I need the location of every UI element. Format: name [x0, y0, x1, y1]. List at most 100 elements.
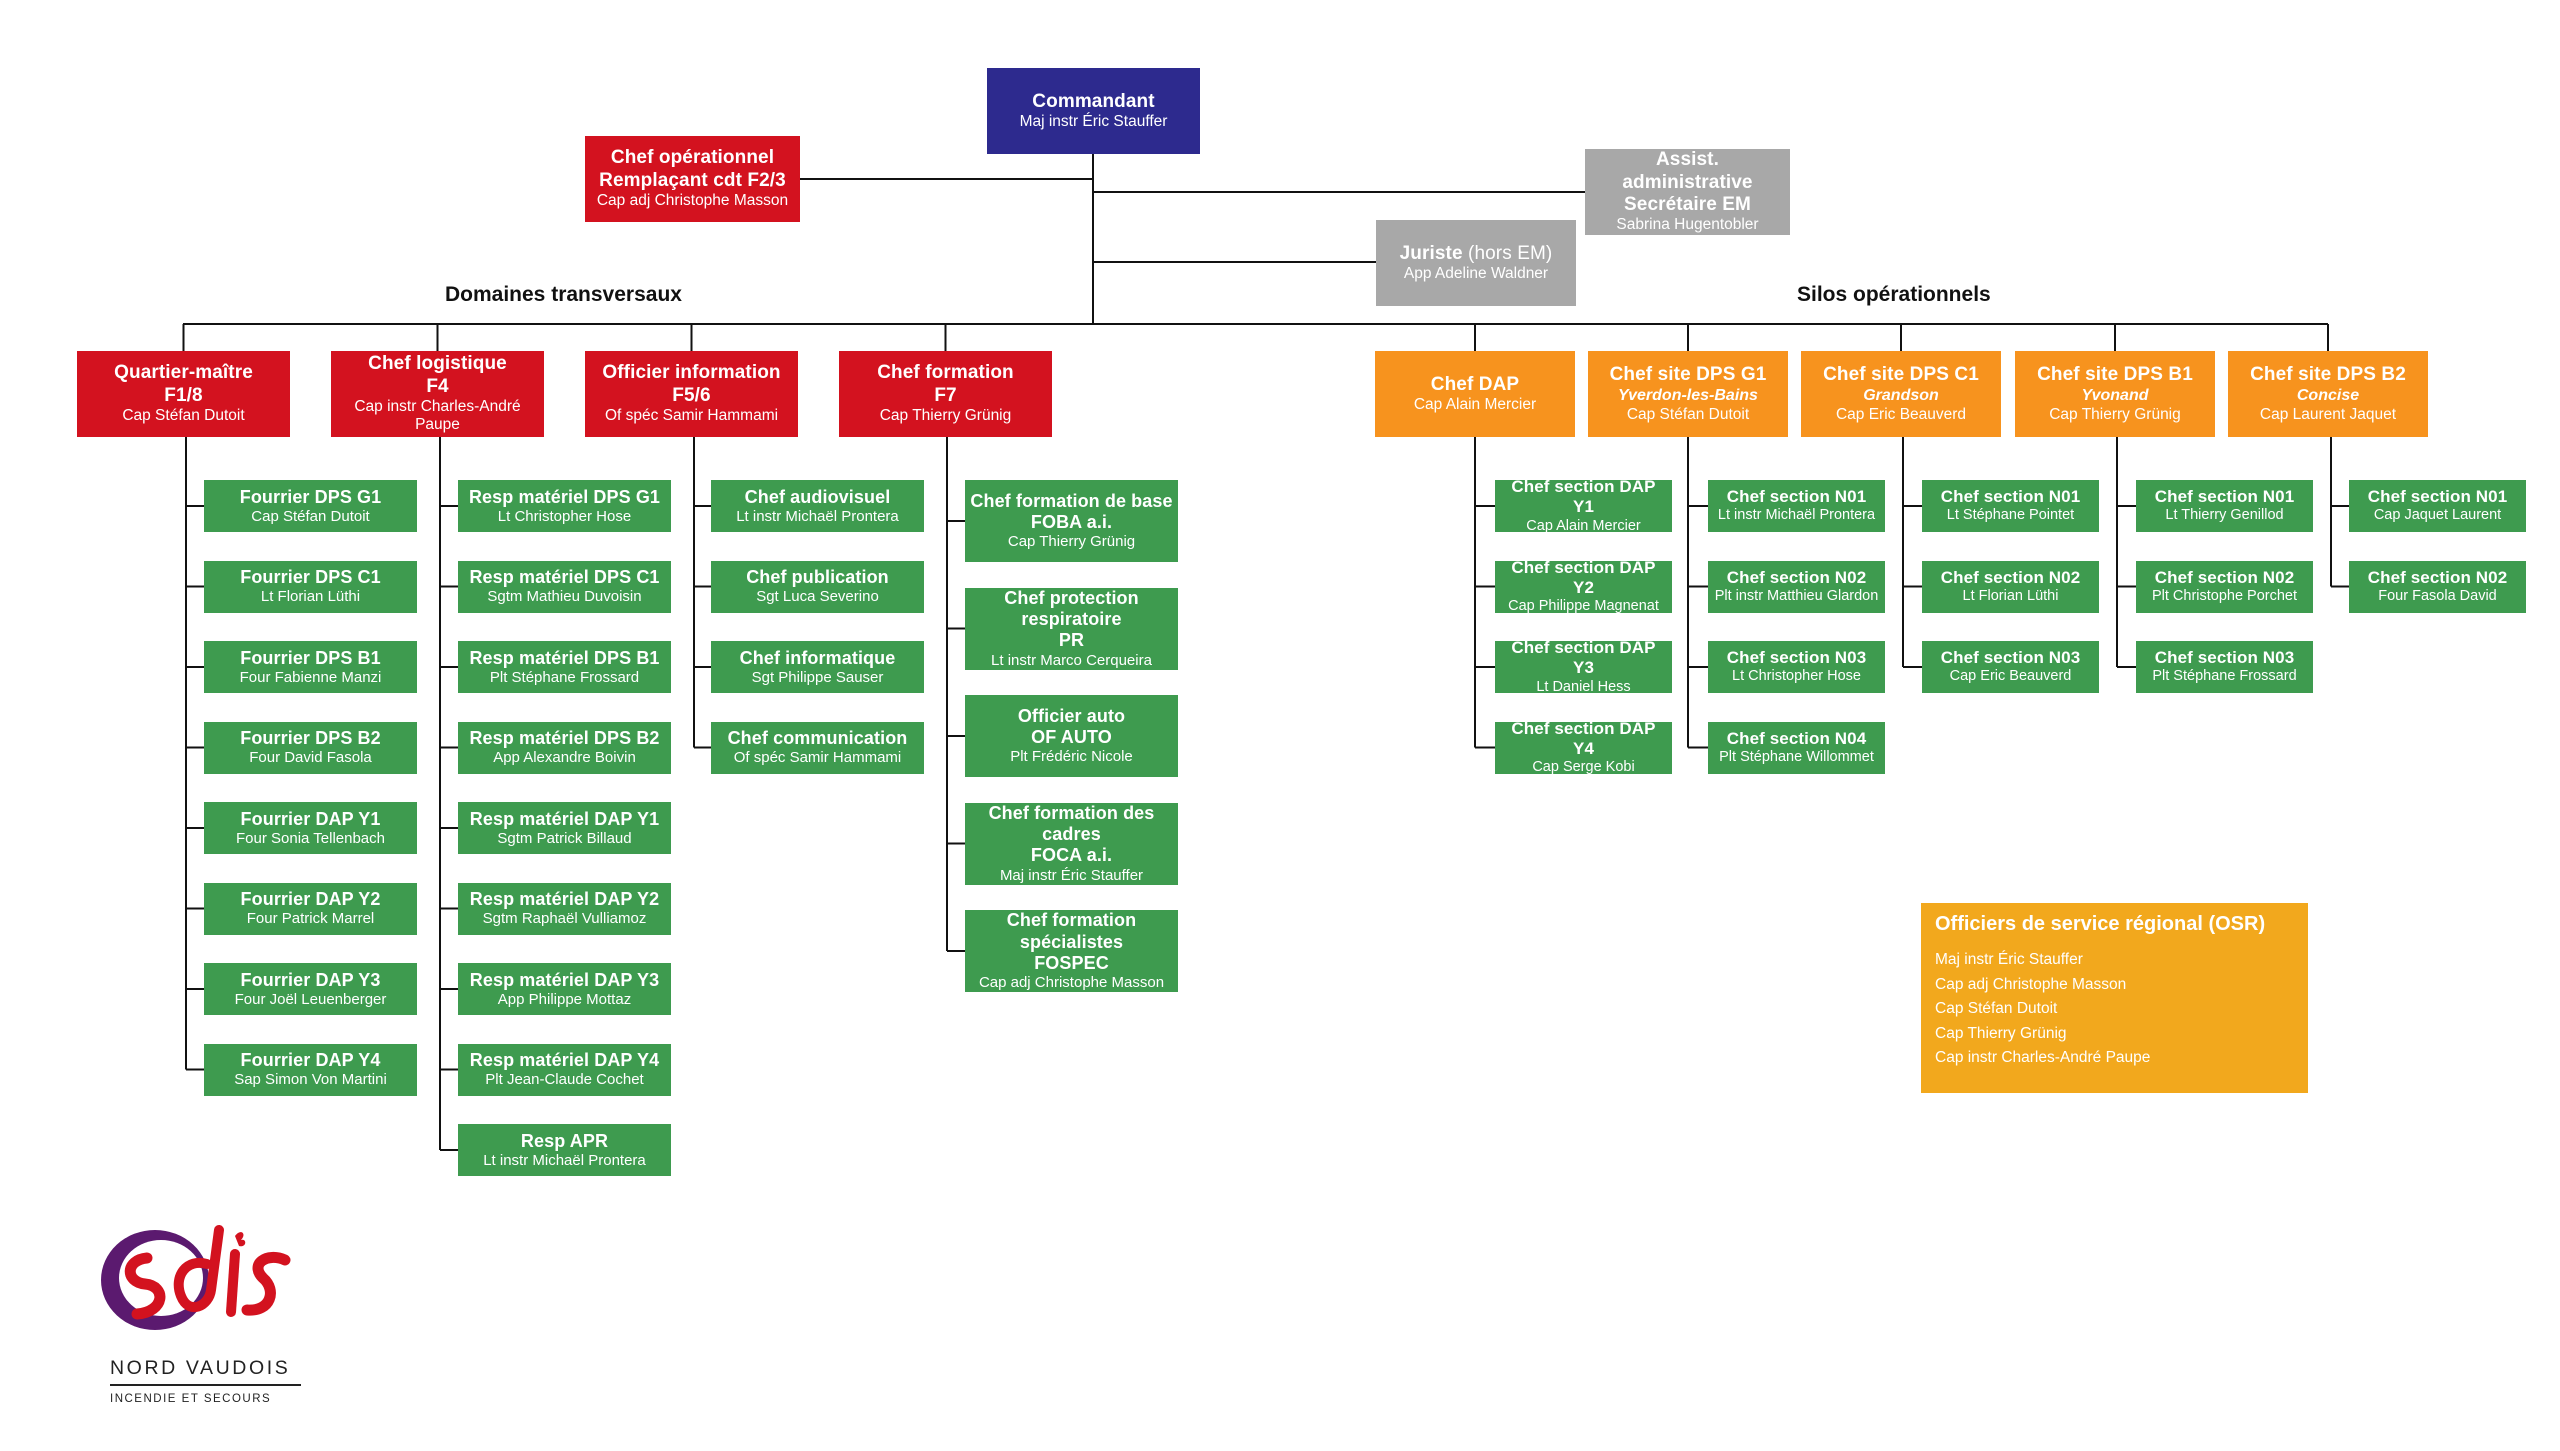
unit-title: Fourrier DPS C1: [240, 567, 381, 588]
assistante-name: Sabrina Hugentobler: [1616, 216, 1759, 234]
unit-name: Maj instr Éric Stauffer: [999, 866, 1144, 884]
unit-title: Officier auto: [1017, 705, 1126, 726]
column-head-place: Yverdon-les-Bains: [1618, 386, 1758, 404]
column-head-code: F4: [426, 375, 449, 397]
unit-title: Chef section N02: [1940, 567, 2081, 587]
column-head-code: F7: [934, 384, 957, 406]
unit-title: Chef audiovisuel: [744, 486, 891, 507]
osr-member: Cap Thierry Grünig: [1935, 1024, 2067, 1042]
unit-title: Fourrier DPS G1: [239, 486, 382, 507]
unit-title: Resp matériel DAP Y4: [469, 1050, 660, 1071]
osr-member: Cap instr Charles-André Paupe: [1935, 1049, 2151, 1066]
column-head-title: Chef formation: [877, 362, 1014, 384]
chef-operationnel-subtitle: Remplaçant cdt F2/3: [599, 169, 786, 191]
unit-name: Four David Fasola: [249, 749, 372, 767]
unit-name: Cap Stéfan Dutoit: [251, 507, 370, 525]
unit-title: Chef section DAP Y1: [1511, 477, 1656, 517]
unit-name: Lt Christopher Hose: [1732, 668, 1861, 685]
column-head-place: Yvonand: [2081, 386, 2149, 404]
column-head-title: Chef logistique: [368, 353, 507, 375]
unit-name: Lt Florian Lüthi: [1962, 587, 2059, 604]
unit-title: Chef informatique: [739, 647, 896, 668]
unit-name: Plt Stéphane Frossard: [2152, 668, 2297, 685]
column-head-title: Chef site DPS C1: [1823, 364, 1979, 386]
column-head-name: Cap Alain Mercier: [1413, 396, 1537, 414]
column-head-name: Cap Laurent Jaquet: [2259, 405, 2397, 423]
column-head-name: Cap Stéfan Dutoit: [1626, 405, 1750, 423]
unit-title: Fourrier DAP Y1: [240, 808, 381, 829]
unit-title: Chef section N03: [2154, 648, 2295, 668]
column-head-code: F5/6: [672, 384, 711, 406]
osr-title: Officiers de service régional (OSR): [1935, 913, 2266, 935]
juriste-title: Juriste (hors EM): [1400, 243, 1553, 265]
logo-org-name: NORD VAUDOIS: [110, 1357, 291, 1379]
unit-title: Resp matériel DAP Y1: [469, 808, 660, 829]
unit-name: Lt Florian Lüthi: [260, 588, 361, 606]
unit-title: Chef protection respiratoire: [1004, 587, 1139, 630]
unit-title: Chef section N03: [1726, 648, 1867, 668]
unit-name: Cap Eric Beauverd: [1949, 668, 2072, 685]
unit-name: Lt Stéphane Pointet: [1946, 507, 2075, 524]
unit-name: Lt Daniel Hess: [1536, 678, 1631, 695]
juriste-title-main: Juriste: [1399, 242, 1463, 264]
unit-name: Sgtm Patrick Billaud: [497, 829, 632, 847]
juriste-name: App Adeline Waldner: [1403, 265, 1549, 283]
column-head-title: Chef site DPS B2: [2250, 364, 2406, 386]
unit-name: Cap adj Christophe Masson: [978, 974, 1165, 992]
unit-title: Chef section N01: [2154, 487, 2295, 507]
column-head-title: Chef DAP: [1430, 373, 1520, 395]
unit-title: Resp matériel DPS C1: [469, 567, 660, 588]
column-head-name: Cap Eric Beauverd: [1835, 405, 1967, 423]
commandant-title: Commandant: [1032, 90, 1155, 112]
unit-title: Chef section N02: [2154, 567, 2295, 587]
unit-name: Plt Frédéric Nicole: [1010, 748, 1133, 766]
juriste-box: Juriste (hors EM) App Adeline Waldner: [1376, 220, 1576, 306]
column-head-title: Quartier-maître: [114, 362, 253, 384]
unit-name: Cap Alain Mercier: [1526, 517, 1641, 534]
assistante-box: Assist. administrative Secrétaire EM Sab…: [1585, 149, 1790, 235]
unit-name: Plt Christophe Porchet: [2151, 587, 2298, 604]
unit-title: Resp matériel DAP Y3: [469, 969, 660, 990]
unit-code: OF AUTO: [1031, 727, 1112, 748]
unit-name: Cap Jaquet Laurent: [2373, 507, 2502, 524]
unit-title: Resp APR: [520, 1130, 609, 1151]
unit-code: FOCA a.i.: [1030, 845, 1113, 866]
column-head-name: Cap Thierry Grünig: [879, 407, 1012, 425]
silos-operationnels-label: Silos opérationnels: [1797, 283, 1991, 306]
unit-title: Chef section N04: [1726, 728, 1867, 748]
